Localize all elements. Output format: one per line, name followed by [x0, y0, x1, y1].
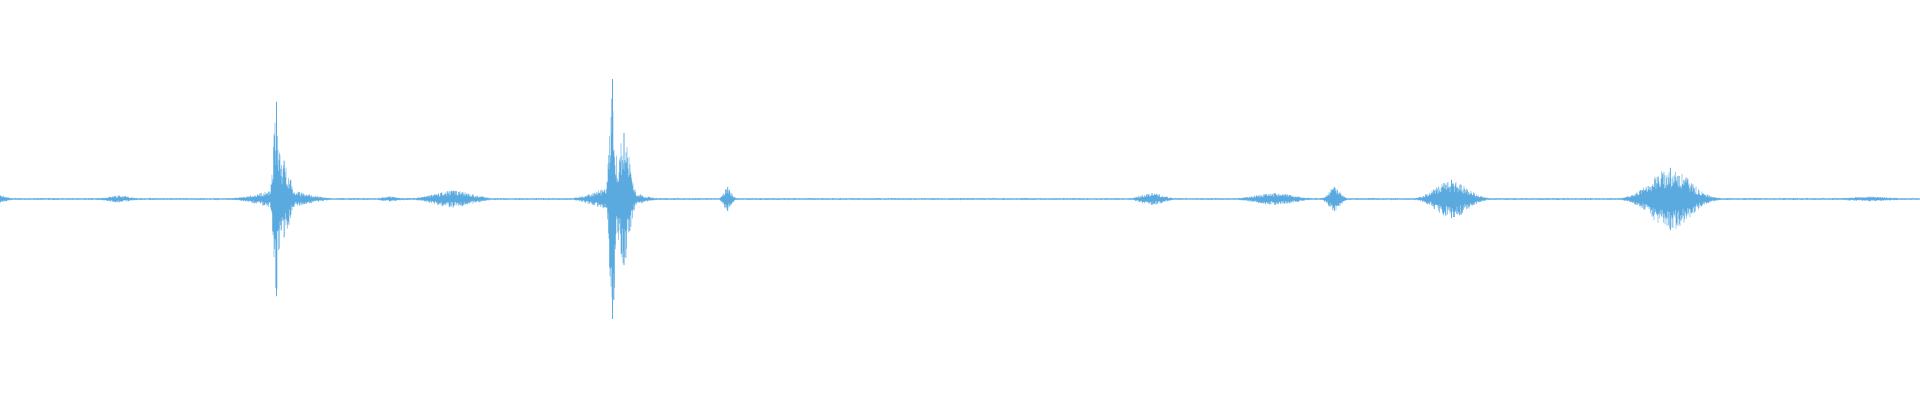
waveform-path [0, 98, 1920, 301]
waveform-samples [0, 98, 1920, 301]
